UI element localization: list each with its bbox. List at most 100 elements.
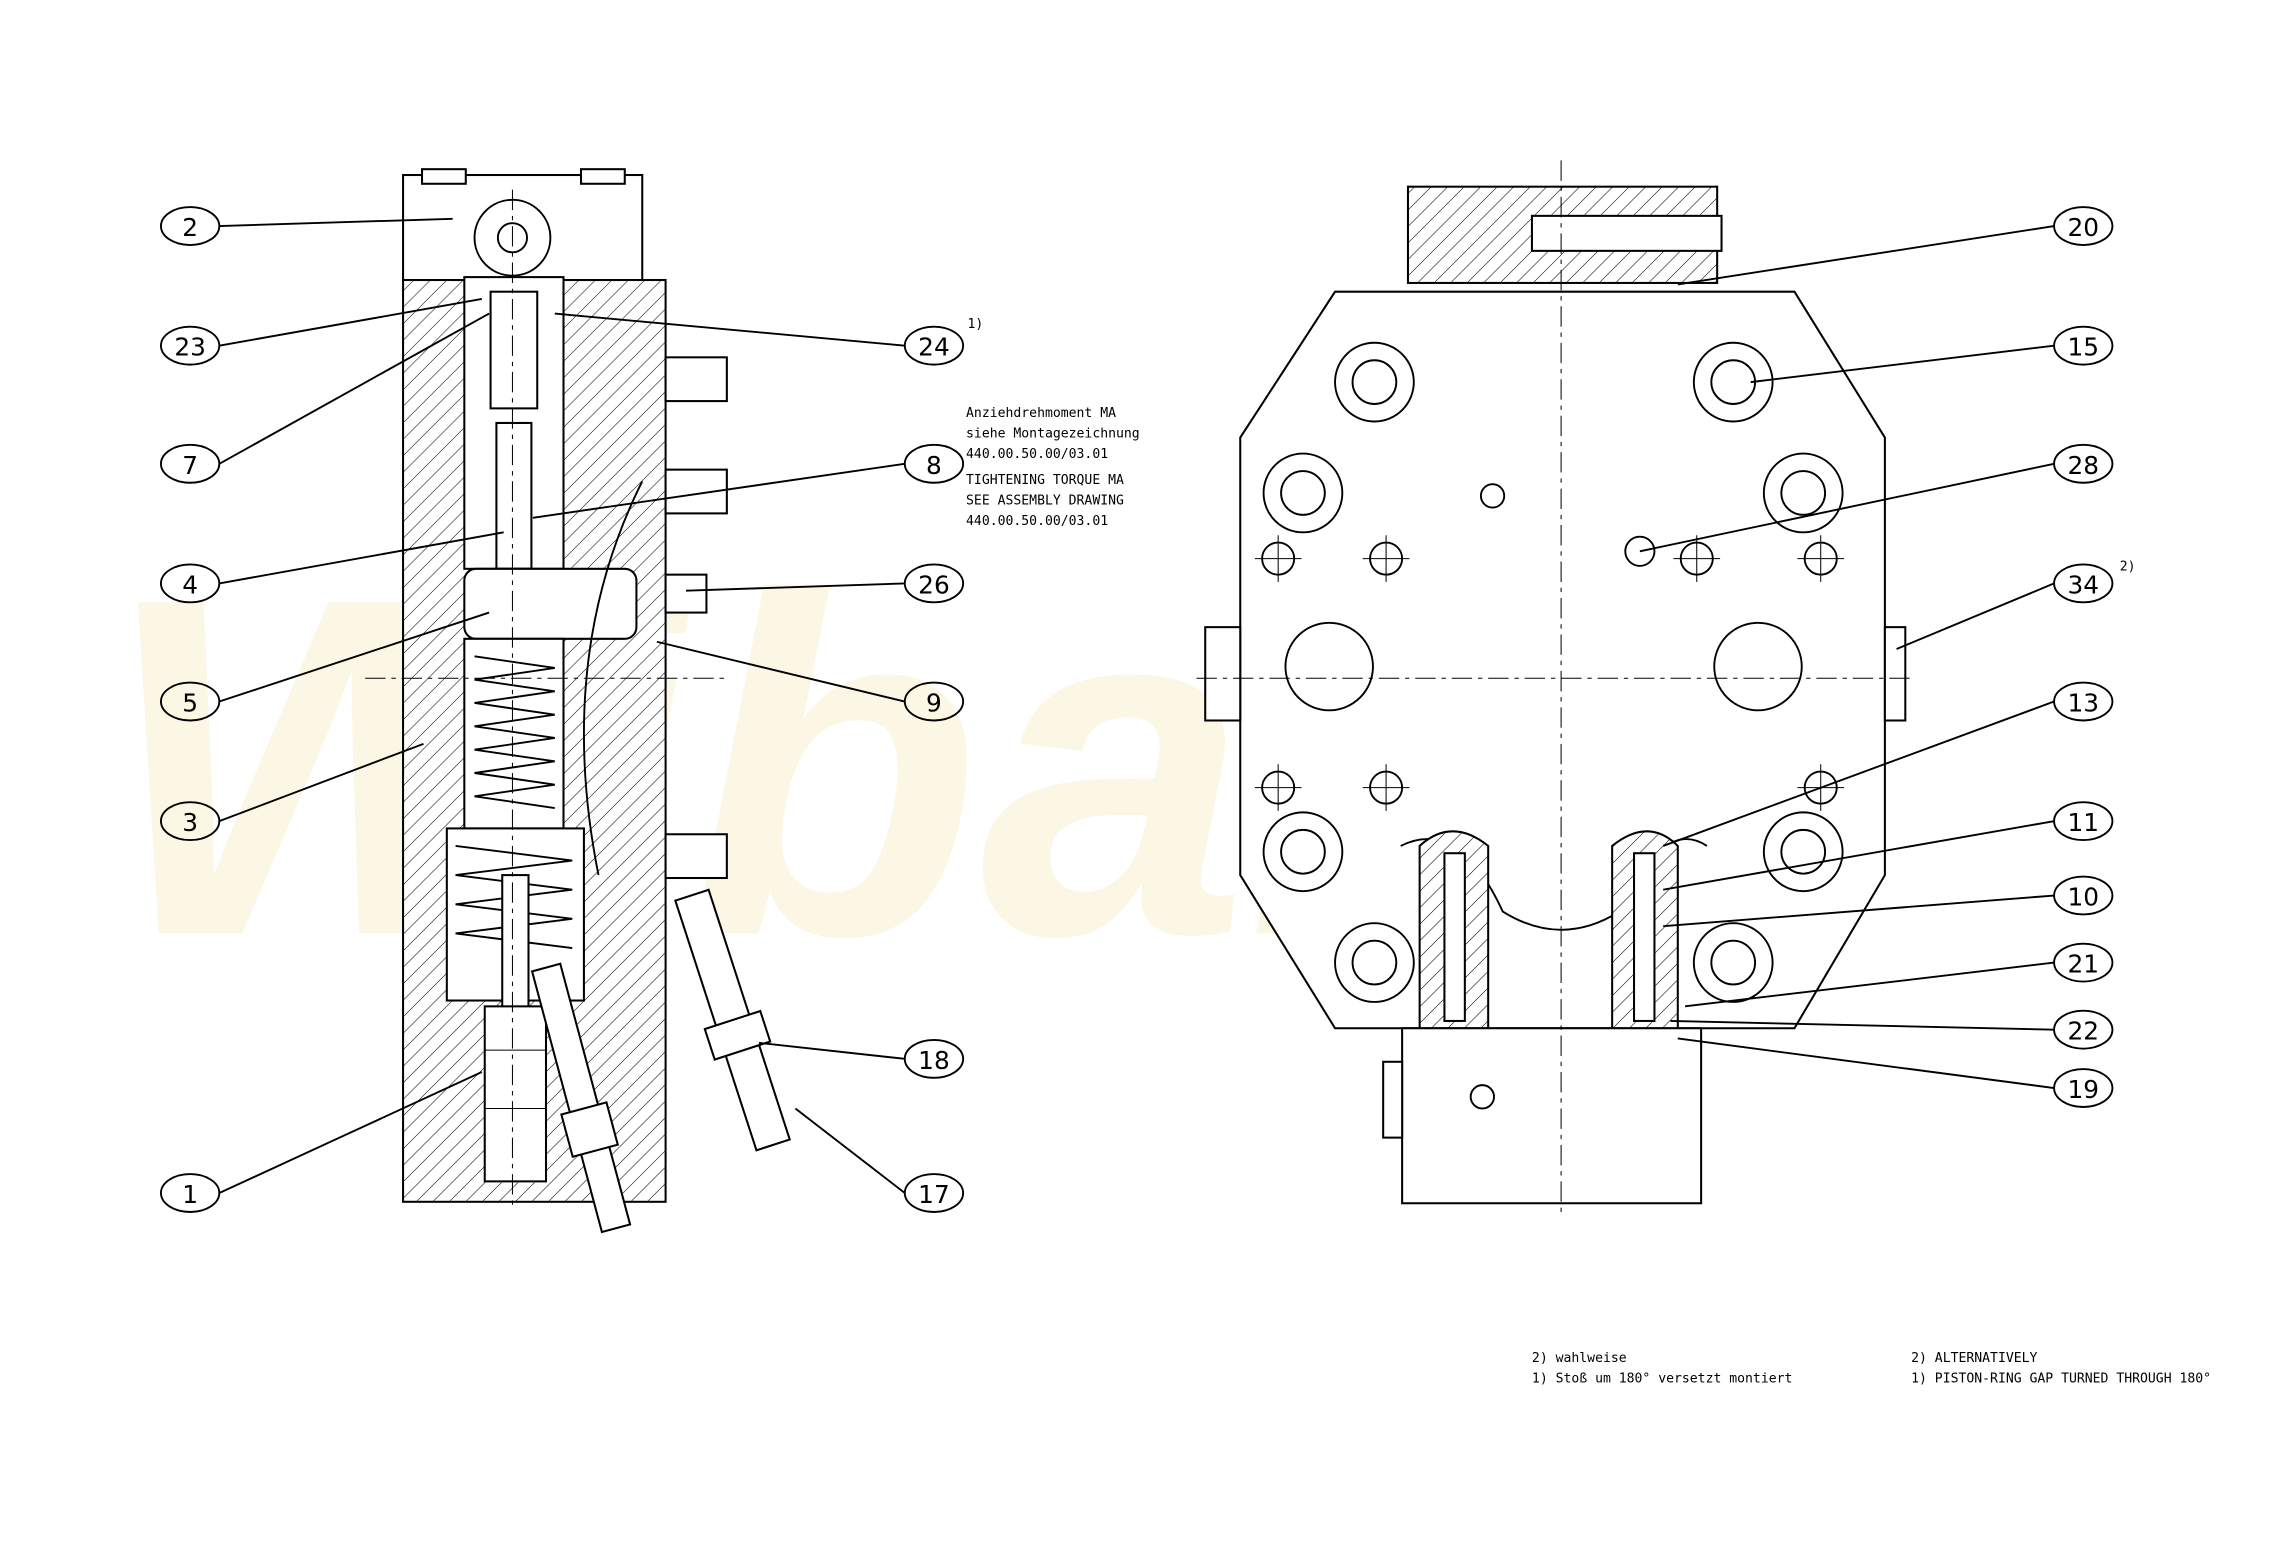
balloon-item-19: 19 bbox=[1677, 1037, 2114, 1108]
balloon-label: 19 bbox=[2067, 1075, 2099, 1104]
note-line: TIGHTENING TORQUE MA bbox=[966, 473, 1124, 488]
balloon-item-4: 4 bbox=[160, 531, 504, 604]
bolt-icon bbox=[1762, 811, 1844, 893]
leader-line bbox=[794, 1107, 906, 1194]
leader-line bbox=[1750, 344, 2055, 384]
balloon-label: 4 bbox=[182, 570, 198, 599]
balloon-circle bbox=[160, 206, 221, 246]
balloon-item-28: 28 bbox=[1639, 443, 2114, 553]
balloon-item-34: 34 bbox=[1896, 563, 2114, 650]
leader-line bbox=[758, 1041, 905, 1060]
balloon-item-15: 15 bbox=[1750, 325, 2114, 384]
balloon-label: 2 bbox=[182, 213, 198, 242]
sensor-18 bbox=[674, 888, 792, 1152]
leader-line bbox=[1663, 820, 2055, 891]
balloon-label: 10 bbox=[2067, 882, 2099, 911]
bolt-icon bbox=[1762, 452, 1844, 534]
balloon-circle bbox=[903, 325, 965, 366]
pilot-cartridge bbox=[483, 1005, 548, 1183]
balloon-item-18: 18 bbox=[758, 1038, 965, 1079]
leader-line bbox=[1670, 1019, 2055, 1031]
balloon-label: 24 bbox=[918, 333, 950, 362]
balloon-circle bbox=[160, 443, 221, 484]
balloon-item-26: 26 bbox=[685, 563, 965, 604]
balloon-circle bbox=[2053, 325, 2114, 366]
balloon-item-2: 2 bbox=[160, 206, 453, 246]
balloon-item-9: 9 bbox=[656, 640, 965, 722]
balloon-label: 17 bbox=[918, 1180, 950, 1209]
leader-line bbox=[1639, 462, 2055, 553]
balloon-circle bbox=[160, 681, 221, 722]
balloon-label: 7 bbox=[182, 451, 198, 480]
balloon-label: 3 bbox=[182, 808, 198, 837]
footnotes: 2) wahlweise 1) Stoß um 180° versetzt mo… bbox=[1532, 1351, 2211, 1386]
balloon-item-1: 1 bbox=[160, 1071, 483, 1213]
balloon-label: 26 bbox=[918, 570, 950, 599]
leader-line bbox=[218, 312, 490, 465]
balloon-circle bbox=[2053, 681, 2114, 722]
balloon-item-7: 7 bbox=[160, 312, 490, 484]
balloon-item-17: 17 bbox=[794, 1107, 965, 1213]
balloon-label: 22 bbox=[2067, 1017, 2099, 1046]
balloon-item-3: 3 bbox=[160, 742, 424, 842]
balloon-item-23: 23 bbox=[160, 298, 482, 366]
leader-line bbox=[218, 1071, 483, 1194]
main-plate bbox=[1239, 290, 1886, 1030]
balloon-item-10: 10 bbox=[1663, 875, 2114, 928]
balloon-label: 34 bbox=[2067, 570, 2099, 599]
balloon-label: 18 bbox=[918, 1046, 950, 1075]
footnote-mark: 1) bbox=[968, 317, 984, 332]
balloon-label: 13 bbox=[2067, 688, 2099, 717]
balloon-item-11: 11 bbox=[1663, 801, 2114, 891]
balloon-circle bbox=[160, 801, 221, 842]
balloon-item-22: 22 bbox=[1670, 1009, 2114, 1050]
leader-line bbox=[554, 312, 905, 347]
footnote: 2) ALTERNATIVELY bbox=[1911, 1351, 2037, 1366]
leader-line bbox=[1896, 582, 2055, 650]
balloon-circle bbox=[903, 1038, 965, 1079]
balloon-label: 1 bbox=[182, 1180, 198, 1209]
balloon-circle bbox=[2053, 875, 2114, 916]
balloon-circle bbox=[903, 443, 965, 484]
balloon-label: 15 bbox=[2067, 333, 2099, 362]
balloon-circle bbox=[2053, 443, 2114, 484]
balloon-circle bbox=[903, 563, 965, 604]
balloon-circle bbox=[160, 563, 221, 604]
leader-line bbox=[219, 531, 504, 585]
leader-line bbox=[219, 217, 453, 228]
balloon-label: 23 bbox=[174, 333, 206, 362]
balloon-circle bbox=[2053, 1009, 2114, 1050]
note-line: Anziehdrehmoment MA bbox=[966, 406, 1116, 421]
balloon-circle bbox=[160, 1173, 221, 1213]
bolt-icon bbox=[1262, 452, 1344, 534]
balloon-item-13: 13 bbox=[1662, 681, 2114, 847]
bolt-icon bbox=[1334, 341, 1415, 423]
leader-line bbox=[1677, 225, 2055, 286]
balloon-label: 28 bbox=[2067, 451, 2099, 480]
balloon-circle bbox=[2053, 206, 2114, 246]
bolt-icon bbox=[1334, 922, 1415, 1003]
footnote: 1) Stoß um 180° versetzt montiert bbox=[1532, 1372, 1792, 1387]
balloon-item-21: 21 bbox=[1684, 942, 2114, 1008]
balloon-label: 21 bbox=[2067, 950, 2099, 979]
balloon-circle bbox=[2053, 563, 2114, 604]
section-view-left bbox=[365, 168, 792, 1234]
balloon-circle bbox=[2053, 1068, 2114, 1108]
balloon-item-20: 20 bbox=[1677, 206, 2114, 286]
spring bbox=[474, 655, 555, 809]
leader-line bbox=[218, 742, 424, 823]
balloon-circle bbox=[903, 1173, 965, 1213]
balloon-label: 11 bbox=[2067, 808, 2099, 837]
cross-bore bbox=[463, 567, 638, 640]
note-line: 440.00.50.00/03.01 bbox=[966, 514, 1108, 529]
leader-line bbox=[1684, 961, 2055, 1008]
balloon-circle bbox=[2053, 801, 2114, 842]
leader-line bbox=[1663, 894, 2055, 928]
leader-line bbox=[1662, 700, 2055, 847]
leader-line bbox=[219, 298, 482, 347]
leader-line bbox=[1677, 1037, 2055, 1089]
leader-line bbox=[532, 462, 905, 519]
note-line: 440.00.50.00/03.01 bbox=[966, 447, 1108, 462]
